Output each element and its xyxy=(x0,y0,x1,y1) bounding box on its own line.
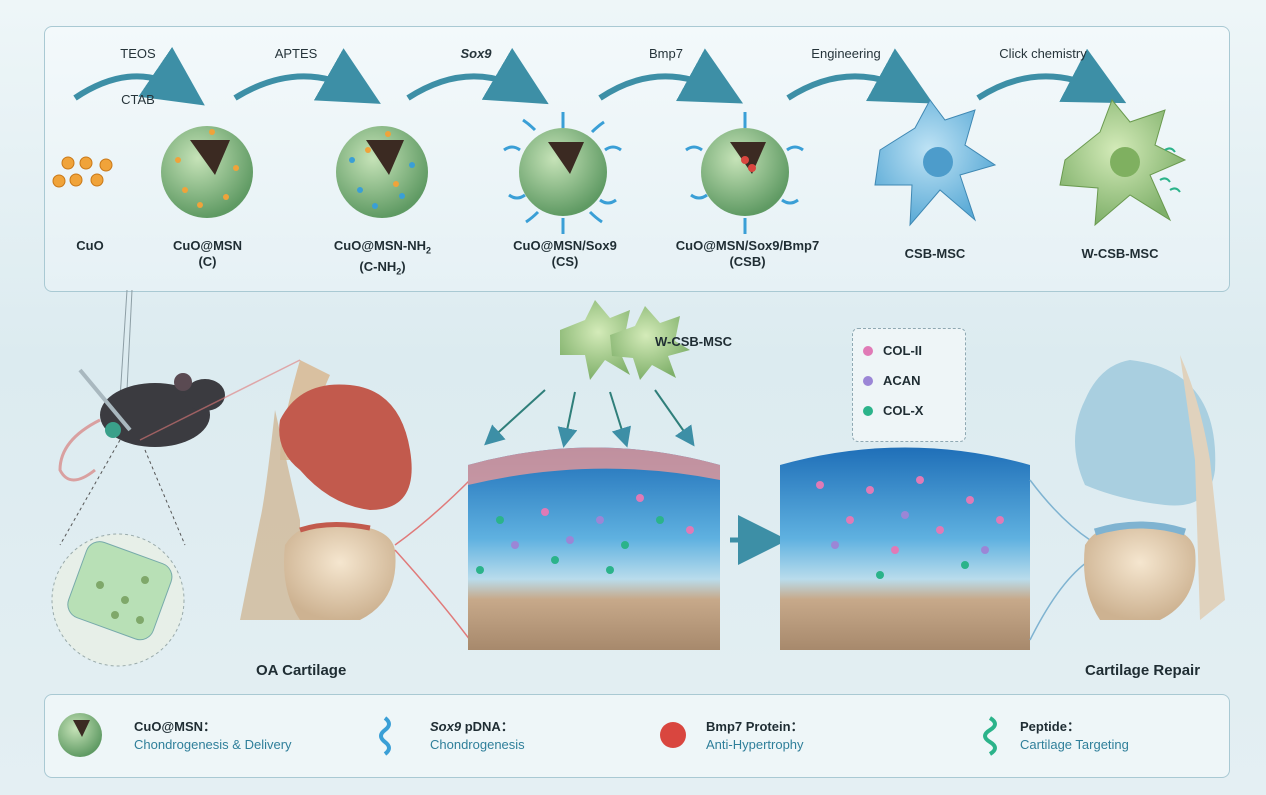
legend-panel xyxy=(44,694,1230,778)
cell-arrows xyxy=(484,389,695,448)
expression-box: COL-II ACAN COL-X xyxy=(852,328,966,442)
oa-tissue-block xyxy=(468,447,720,650)
product-cuo-msn-label: CuO@MSN(C) xyxy=(172,238,242,269)
col-ii-dot xyxy=(863,346,873,356)
product-cuo-label: CuO xyxy=(76,238,104,253)
cartilage-repair-label: Cartilage Repair xyxy=(1085,662,1201,679)
col-x-dot xyxy=(863,406,873,416)
step-ctab-label: CTAB xyxy=(121,92,155,107)
synthesis-arrows xyxy=(73,46,1127,106)
cuo-msn-nh2-sphere xyxy=(336,126,428,218)
product-cuo-msn-nh2-label: CuO@MSN-NH2(C-NH2) xyxy=(333,238,432,277)
cuo-msn-sox9-sphere xyxy=(503,112,622,234)
zoom-line-repair xyxy=(1029,479,1091,641)
step-click-chemistry-label: Click chemistry xyxy=(999,46,1087,61)
legend-peptide-title: Peptide： xyxy=(1020,719,1080,734)
legend-bmp7-title: Bmp7 Protein： xyxy=(706,719,804,734)
legend-peptide-desc: Cartilage Targeting xyxy=(1020,737,1129,752)
col-ii-label: COL-II xyxy=(883,343,922,358)
step-sox9-label: Sox9 xyxy=(460,46,492,61)
acan-dot xyxy=(863,376,873,386)
legend-bmp7-desc: Anti-Hypertrophy xyxy=(706,737,804,752)
zoom-line-tissue xyxy=(394,479,471,641)
step-engineering-label: Engineering xyxy=(811,46,881,61)
repaired-tissue-block xyxy=(780,447,1030,650)
cuo-msn-sphere xyxy=(161,126,253,218)
product-w-csb-msc-label: W-CSB-MSC xyxy=(1081,246,1159,261)
injection-vial xyxy=(51,439,186,667)
acan-label: ACAN xyxy=(883,373,921,388)
step-teos-label: TEOS xyxy=(120,46,156,61)
oa-knee xyxy=(240,360,412,620)
legend-sox9-title: Sox9 pDNA： xyxy=(430,719,514,734)
repaired-knee xyxy=(1075,355,1225,620)
cell-cluster xyxy=(560,300,690,380)
zoom-line-knee xyxy=(139,359,301,441)
legend-icons xyxy=(58,713,997,757)
oa-cartilage-label: OA Cartilage xyxy=(256,662,347,679)
col-x-label: COL-X xyxy=(883,403,924,418)
cuo-particles xyxy=(52,156,113,188)
w-csb-msc-cell xyxy=(1059,99,1187,227)
mouse-illustration xyxy=(58,289,225,482)
step-aptes-label: APTES xyxy=(274,46,318,61)
csb-msc-cell xyxy=(874,99,997,227)
step-bmp7-label: Bmp7 xyxy=(649,46,683,61)
product-csb-msc-label: CSB-MSC xyxy=(904,246,966,261)
legend-cuo-msn-title: CuO@MSN： xyxy=(134,719,217,734)
cuo-msn-sox9-bmp7-sphere xyxy=(685,112,804,234)
product-cs-label: CuO@MSN/Sox9(CS) xyxy=(513,238,617,269)
legend-cuo-msn-desc: Chondrogenesis & Delivery xyxy=(134,737,292,752)
legend-sox9-desc: Chondrogenesis xyxy=(430,737,525,752)
cell-cluster-label: W-CSB-MSC xyxy=(655,334,733,349)
product-csb-label: CuO@MSN/Sox9/Bmp7(CSB) xyxy=(675,238,820,269)
